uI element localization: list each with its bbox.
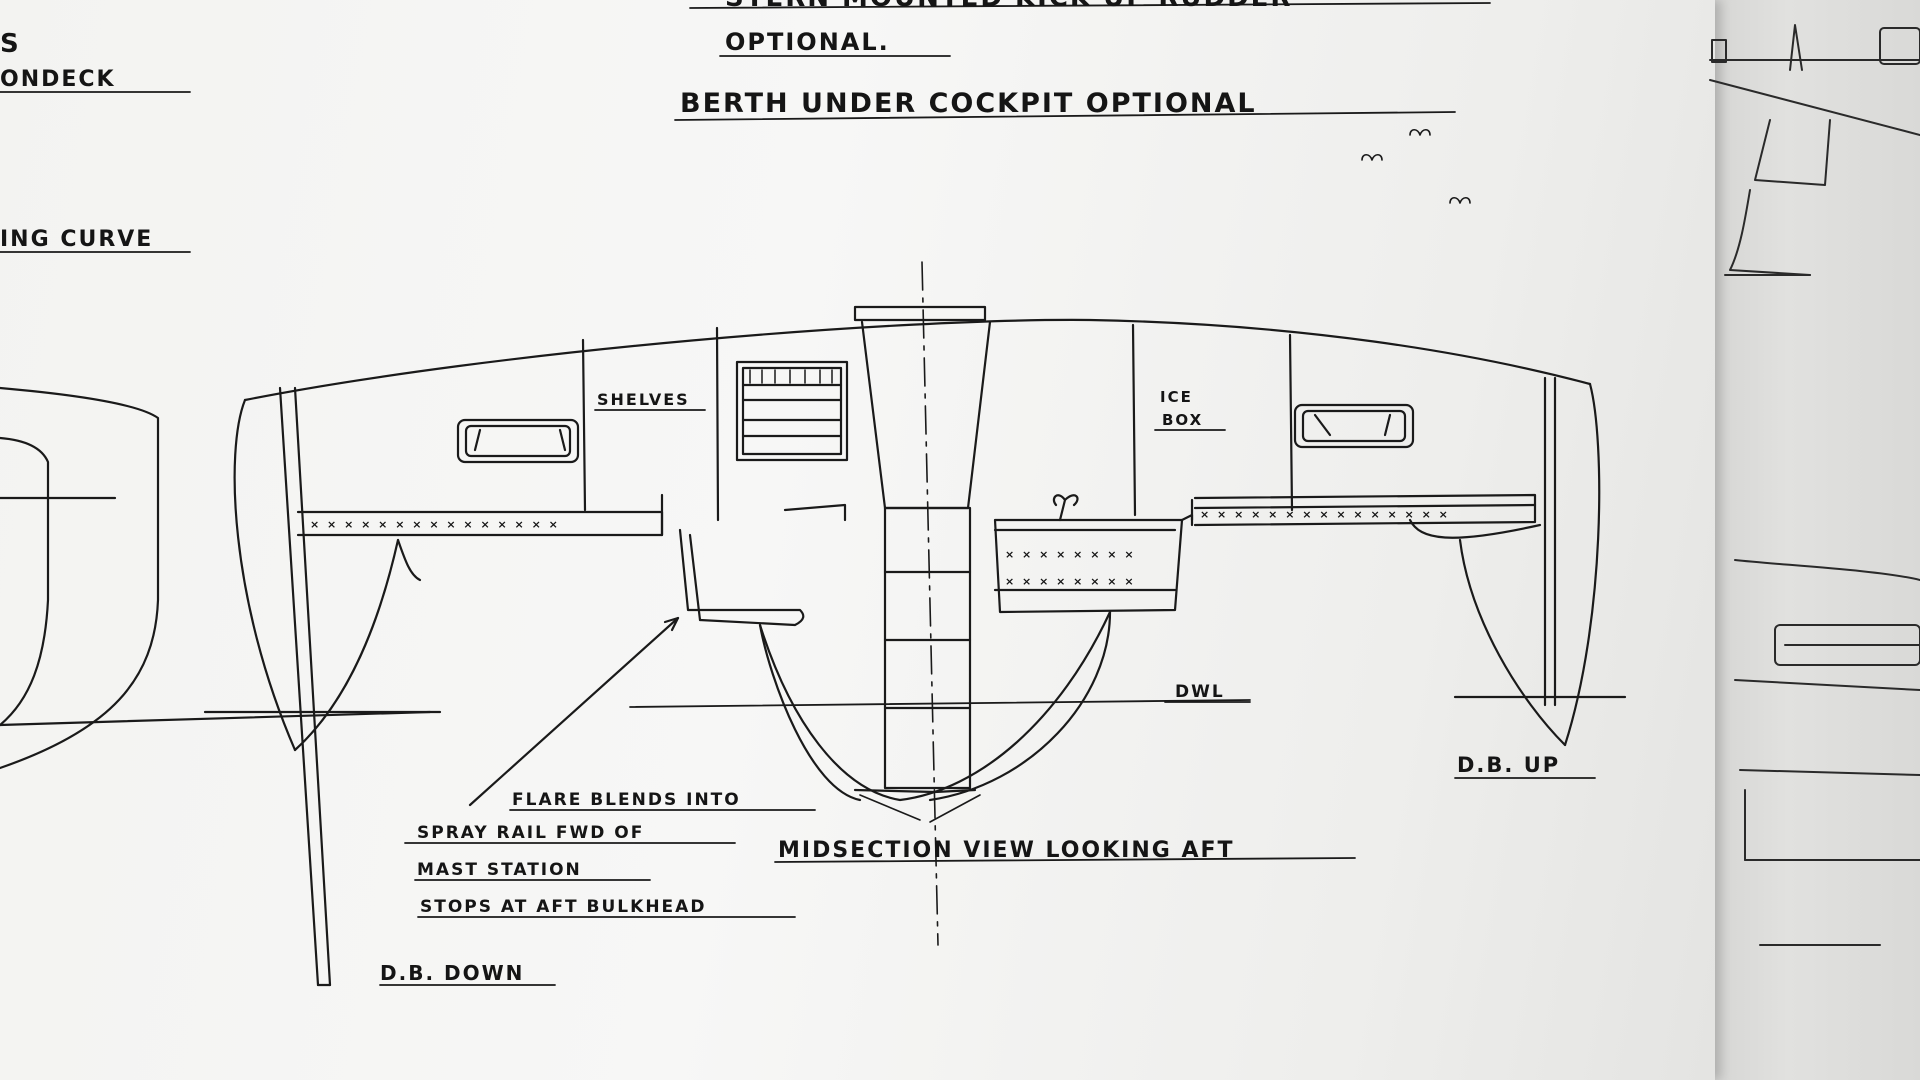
svg-text:× × × × × × × ×: × × × × × × × ×	[1005, 575, 1136, 588]
hull-bottom	[758, 610, 1112, 802]
galley-counter	[783, 493, 1542, 802]
background-drawing-sheet	[1700, 0, 1920, 1080]
label-shelves: SHELVES	[597, 390, 690, 409]
bulkheads	[581, 323, 1294, 522]
note-flare-line-4: STOPS AT AFT BULKHEAD	[420, 897, 706, 917]
label-ice: ICE	[1160, 388, 1193, 406]
mast-trunk	[853, 305, 992, 790]
centerline	[921, 261, 939, 946]
note-flare-line-2: SPRAY RAIL FWD OF	[417, 823, 644, 843]
shelving-unit	[735, 360, 849, 462]
background-sheet-sketch	[1709, 24, 1920, 946]
note-left-ondeck: ONDECK	[0, 67, 116, 92]
note-left-curve: ING CURVE	[0, 227, 153, 252]
note-flare-line-1: FLARE BLENDS INTO	[512, 790, 741, 810]
note-kick-up-rudder: STERN MOUNTED KICK UP RUDDER	[725, 0, 1292, 13]
drawing-title: MIDSECTION VIEW LOOKING AFT	[778, 838, 1235, 863]
hull-outline	[233, 318, 1601, 987]
leader-arrow	[468, 616, 680, 807]
label-box: BOX	[1162, 411, 1203, 429]
cushion-hatching: × × × × × × × × × × × × × × × × × × × × …	[310, 508, 1450, 588]
label-db-down: D.B. DOWN	[380, 961, 524, 985]
main-drawing-sheet	[0, 0, 1715, 1080]
port-berth	[296, 493, 862, 802]
galley-faucet	[1052, 494, 1079, 522]
portlight-port	[456, 418, 580, 464]
doodles	[1361, 128, 1471, 204]
label-dwl: DWL	[1175, 682, 1225, 702]
note-left-s: S	[0, 29, 21, 59]
left-partial-hull-view	[0, 386, 432, 770]
note-optional: OPTIONAL.	[725, 28, 890, 56]
svg-text:× × × × × × × × × ×: × × × × × × × × × × × × × × ×	[1200, 508, 1450, 521]
portlight-starboard	[1293, 403, 1415, 449]
note-berth-optional: BERTH UNDER COCKPIT OPTIONAL	[680, 88, 1257, 119]
svg-text:× × × × × × × × × ×: × × × × × × × × × × × × × × ×	[310, 518, 560, 531]
svg-text:× × × × × × × ×: × × × × × × × ×	[1005, 548, 1136, 561]
label-db-up: D.B. UP	[1457, 753, 1560, 777]
note-flare-line-3: MAST STATION	[417, 860, 582, 880]
